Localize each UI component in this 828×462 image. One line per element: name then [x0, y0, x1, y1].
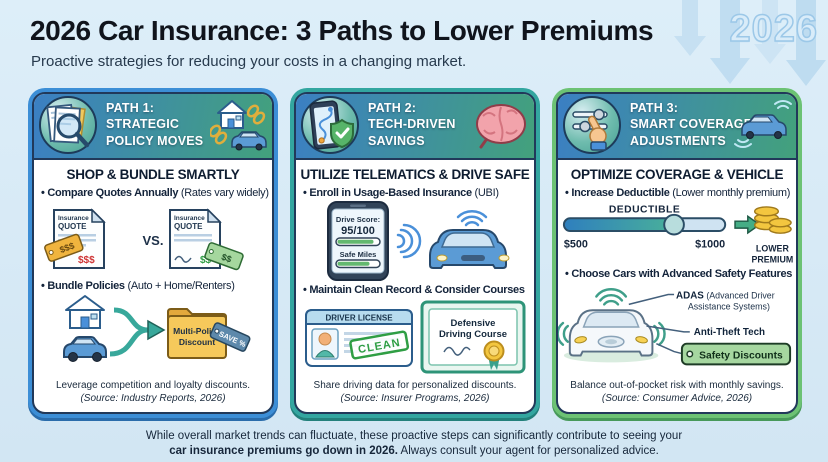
path1-header-band: PATH 1: STRATEGIC POLICY MOVES [34, 94, 272, 160]
svg-text:DRIVER LICENSE: DRIVER LICENSE [325, 314, 393, 323]
path1-title: PATH 1: STRATEGIC POLICY MOVES [106, 101, 204, 148]
sliders-hand-icon [563, 96, 621, 154]
slider-knob [663, 214, 685, 236]
card1-heading: SHOP & BUNDLE SMARTLY [66, 167, 240, 182]
card-path2-tech-driven-savings: PATH 2: TECH-DRIVEN SAVINGS UTILIZE TELE… [290, 88, 540, 418]
card2-footnote: Share driving data for personalized disc… [296, 380, 534, 412]
deductible-label: DEDUCTIBLE [609, 205, 680, 216]
telematics-illustration: Drive Score: 95/100 Safe Miles [296, 201, 534, 282]
card-path1-strategic-policy-moves: PATH 1: STRATEGIC POLICY MOVES [28, 88, 278, 418]
bullet-compare-quotes: Compare Quotes Annually (Rates vary wide… [41, 187, 269, 200]
page-title: 2026 Car Insurance: 3 Paths to Lower Pre… [30, 15, 654, 46]
quote-comparison-illustration: Insurance QUOTE $$$ $$$ VS. [34, 201, 272, 277]
svg-text:Insurance: Insurance [174, 215, 205, 222]
path2-header-band: PATH 2: TECH-DRIVEN SAVINGS [296, 94, 534, 160]
svg-text:ADAS (Advanced Driver: ADAS (Advanced Driver [676, 291, 775, 302]
svg-text:95/100: 95/100 [341, 225, 375, 237]
svg-text:Defensive: Defensive [451, 318, 496, 329]
svg-text:QUOTE: QUOTE [58, 222, 87, 231]
footer-line1: While overall market trends can fluctuat… [145, 430, 683, 442]
watermark-year-text: 2026 [729, 7, 818, 51]
card2-source: (Source: Insurer Programs, 2026) [340, 392, 490, 404]
card1-footnote: Leverage competition and loyalty discoun… [34, 380, 272, 412]
svg-text:QUOTE: QUOTE [174, 222, 203, 231]
bullet-safety-features: Choose Cars with Advanced Safety Feature… [565, 268, 792, 281]
card3-source: (Source: Consumer Advice, 2026) [601, 392, 753, 404]
svg-text:PREMIUM: PREMIUM [752, 255, 794, 265]
card2-caption: Share driving data for personalized disc… [313, 380, 517, 391]
card-path3-smart-coverage-adjustments: PATH 3: SMART COVERAGE ADJUSTMENTS [552, 88, 802, 418]
deductible-max: $1000 [695, 239, 725, 251]
down-arrows-icon [674, 0, 826, 86]
svg-text:Assistance Systems): Assistance Systems) [688, 302, 770, 312]
svg-text:Safety Discounts: Safety Discounts [699, 351, 783, 362]
brain-icon [476, 104, 526, 149]
safety-discounts-tag: Safety Discounts [680, 343, 792, 366]
connected-car-icon [734, 100, 792, 148]
bundle-discount-illustration: Multi-Policy Discount SAVE % [34, 294, 272, 368]
adas-car-illustration: ADAS (Advanced Driver Assistance Systems… [558, 282, 796, 370]
anti-theft-label: Anti-Theft Tech [694, 327, 765, 338]
svg-text:Driving Course: Driving Course [439, 329, 507, 340]
path3-title: PATH 3: SMART COVERAGE ADJUSTMENTS [630, 101, 753, 148]
card1-caption: Leverage competition and loyalty discoun… [55, 380, 250, 391]
watermark-2026: 2026 [668, 0, 828, 88]
deductible-slider-illustration: DEDUCTIBLE $500 $1000 [558, 201, 796, 265]
bullet-increase-deductible: Increase Deductible (Lower monthly premi… [565, 187, 790, 200]
bullet-bundle-policies: Bundle Policies (Auto + Home/Renters) [41, 280, 265, 293]
card3-footnote: Balance out-of-pocket risk with monthly … [558, 380, 796, 412]
svg-text:$$$: $$$ [78, 255, 95, 266]
svg-text:Insurance: Insurance [58, 215, 89, 222]
svg-text:$$: $$ [200, 255, 212, 266]
bullet-usage-based-insurance: Enroll in Usage-Based Insurance (UBI) [303, 187, 527, 200]
svg-text:$$$: $$$ [58, 241, 76, 256]
coins-icon [753, 206, 792, 235]
page-subtitle: Proactive strategies for reducing your c… [31, 53, 467, 70]
svg-text:Safe Miles: Safe Miles [340, 250, 377, 259]
card2-heading: UTILIZE TELEMATICS & DRIVE SAFE [300, 167, 530, 182]
card1-source: (Source: Industry Reports, 2026) [80, 392, 226, 404]
path3-header-band: PATH 3: SMART COVERAGE ADJUSTMENTS [558, 94, 796, 160]
card3-caption: Balance out-of-pocket risk with monthly … [570, 380, 784, 391]
svg-text:Discount: Discount [179, 337, 216, 347]
footer-line2: car insurance premiums go down in 2026. … [169, 444, 659, 457]
svg-text:LOWER: LOWER [756, 244, 790, 254]
path2-title: PATH 2: TECH-DRIVEN SAVINGS [368, 101, 456, 148]
svg-text:$$: $$ [220, 252, 233, 265]
deductible-min: $500 [564, 239, 588, 251]
vs-label: VS. [143, 233, 164, 248]
house-car-bundle-icon [210, 100, 267, 151]
license-course-illustration: DRIVER LICENSE CLEAN [296, 298, 534, 378]
svg-text:Drive Score:: Drive Score: [336, 215, 380, 224]
page-footer: While overall market trends can fluctuat… [0, 429, 828, 459]
documents-magnifier-icon [39, 96, 97, 154]
svg-text:Multi-Policy: Multi-Policy [173, 326, 221, 336]
bullet-clean-record: Maintain Clean Record & Consider Courses [303, 284, 527, 297]
card3-heading: OPTIMIZE COVERAGE & VEHICLE [570, 167, 784, 182]
phone-map-shield-icon [301, 96, 359, 154]
